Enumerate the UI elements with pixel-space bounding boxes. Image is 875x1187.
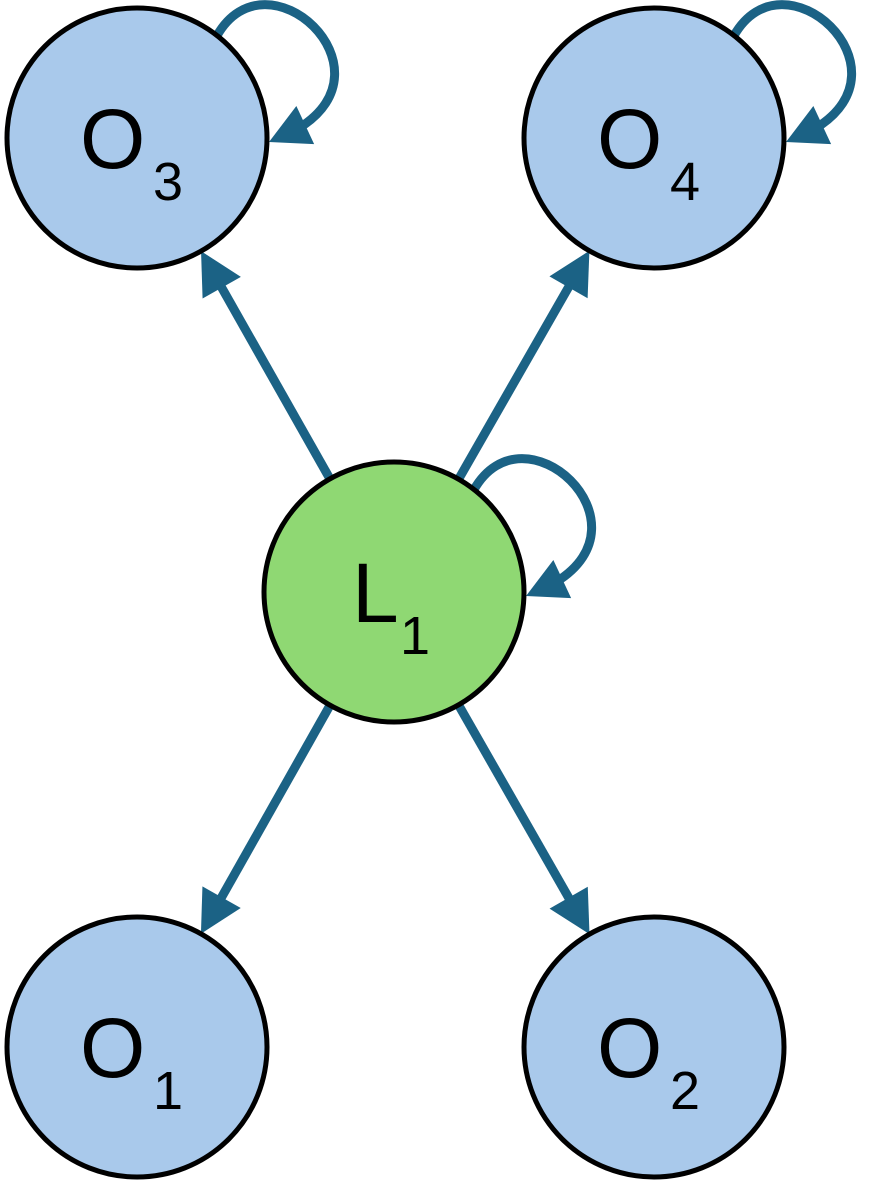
- node-letter: O: [597, 92, 662, 186]
- node-index: 1: [153, 1061, 183, 1121]
- self-loop-path: [469, 454, 597, 587]
- node-letter: L: [352, 546, 399, 640]
- node-letter: O: [597, 1001, 662, 1095]
- edge-line: [214, 280, 334, 482]
- edge-line: [454, 702, 576, 906]
- edge-L1-O3: [201, 251, 334, 482]
- arrowhead-icon: [786, 106, 832, 145]
- node-circle: [4, 914, 270, 1180]
- node-circle: [261, 459, 527, 725]
- node-circle: [4, 5, 270, 271]
- node-index: 3: [153, 152, 183, 212]
- self-loop-O3: [212, 0, 340, 145]
- self-loops-layer: [212, 0, 857, 599]
- node-circle: [521, 5, 787, 271]
- self-loop-path: [729, 0, 857, 133]
- edge-line: [454, 279, 576, 482]
- edge-L1-O4: [454, 250, 590, 482]
- arrowhead-icon: [526, 560, 572, 599]
- edges-layer: [200, 250, 590, 935]
- self-loop-path: [212, 0, 340, 133]
- edge-L1-O1: [200, 702, 334, 934]
- node-index: 4: [670, 152, 700, 212]
- self-loop-O4: [729, 0, 857, 145]
- node-letter: O: [80, 1001, 145, 1095]
- arrowhead-icon: [201, 251, 241, 299]
- edge-line: [214, 702, 334, 905]
- node-index: 2: [670, 1061, 700, 1121]
- node-index: 1: [400, 606, 430, 666]
- arrowhead-icon: [269, 106, 315, 145]
- node-circle: [521, 914, 787, 1180]
- arrowhead-icon: [549, 886, 590, 935]
- node-letter: O: [80, 92, 145, 186]
- self-loop-L1: [469, 454, 597, 599]
- arrowhead-icon: [549, 250, 590, 299]
- edge-L1-O2: [454, 702, 590, 935]
- arrowhead-icon: [200, 886, 241, 934]
